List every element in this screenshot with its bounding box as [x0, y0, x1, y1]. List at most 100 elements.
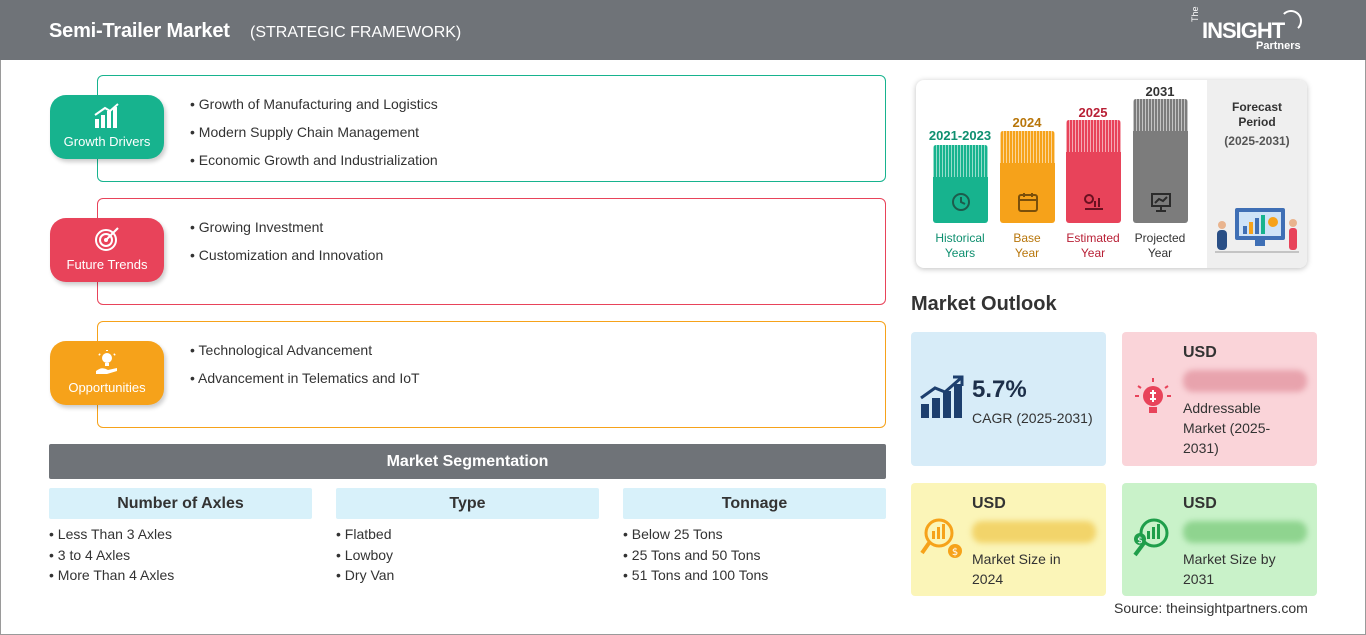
growth-drivers-list: Growth of Manufacturing and Logistics Mo… [190, 96, 438, 180]
calendar-icon [1018, 193, 1038, 212]
size-2031-label-line1: Market Size by [1183, 551, 1276, 567]
size-2031-label-line2: 2031 [1183, 571, 1215, 587]
badge-label: Future Trends [66, 257, 148, 272]
timeline-year-base: 2024 [1012, 115, 1042, 130]
timeline-label-historical: Historical Years [925, 231, 995, 261]
segment-type: Type Flatbed Lowboy Dry Van [336, 488, 599, 588]
segment-heading: Tonnage [623, 488, 886, 519]
presentation-board-icon [1151, 193, 1171, 212]
list-item: Economic Growth and Industrialization [190, 152, 438, 180]
addressable-market-card: USD Addressable Market (2025- 2031) [1122, 332, 1317, 466]
list-item: Flatbed [336, 526, 599, 547]
segment-number-of-axles: Number of Axles Less Than 3 Axles 3 to 4… [49, 488, 312, 588]
size-2031-label: Market Size by 2031 [1183, 549, 1276, 589]
forecast-title-line1: Forecast [1231, 100, 1283, 114]
timeline-label-estimated: Estimated Year [1058, 231, 1128, 261]
svg-text:$: $ [952, 547, 958, 558]
header-bar: Semi-Trailer Market (STRATEGIC FRAMEWORK… [0, 0, 1366, 60]
timeline-label-line1: Projected [1134, 231, 1186, 245]
insight-partners-logo[interactable]: The INSIGHT Partners [1190, 6, 1310, 54]
timeline-bar-projected [1133, 99, 1188, 223]
list-item: 3 to 4 Axles [49, 547, 312, 568]
badge-label: Growth Drivers [63, 134, 151, 149]
size-2024-label-line1: Market Size in [972, 551, 1061, 567]
opportunities-badge: Opportunities [50, 341, 164, 405]
logo-the: The [1190, 6, 1200, 22]
future-trends-list: Growing Investment Customization and Inn… [190, 219, 383, 275]
analytics-people-icon [1215, 208, 1299, 253]
timeline-label-line2: Year [1014, 246, 1040, 260]
timeline-year-estimated: 2025 [1078, 105, 1108, 120]
badge-label: Opportunities [68, 380, 146, 395]
timeline-label-line2: Year [1147, 246, 1173, 260]
addressable-label-line2: Market (2025- [1183, 420, 1271, 436]
list-item: Growth of Manufacturing and Logistics [190, 96, 438, 124]
cagr-card: 5.7% CAGR (2025-2031) [911, 332, 1106, 466]
size-2024-label: Market Size in 2024 [972, 549, 1061, 589]
gears-chart-icon [1084, 194, 1103, 210]
list-item: Modern Supply Chain Management [190, 124, 438, 152]
bar-chart-growth-icon [94, 103, 119, 128]
addressable-label-line1: Addressable [1183, 400, 1261, 416]
list-item: Technological Advancement [190, 342, 420, 370]
logo-insight: INSIGHT [1202, 18, 1285, 43]
addressable-label: Addressable Market (2025- 2031) [1183, 398, 1270, 458]
list-item: Customization and Innovation [190, 247, 383, 275]
size-2024-currency: USD [972, 495, 1006, 512]
timeline-bar-estimated [1066, 120, 1121, 223]
logo-partners: Partners [1256, 40, 1301, 52]
source-credit: Source: theinsightpartners.com [1114, 600, 1308, 616]
size-2024-value-blurred [972, 521, 1096, 543]
market-size-2031-card: USD $ Market Size by 2031 [1122, 483, 1317, 596]
list-item: 25 Tons and 50 Tons [623, 547, 886, 568]
list-item: Dry Van [336, 567, 599, 588]
growth-drivers-box: Growth of Manufacturing and Logistics Mo… [97, 75, 886, 182]
forecast-title: Forecast Period [1207, 100, 1307, 130]
magnifier-chart-dollar-icon: $ [920, 518, 962, 558]
opportunities-box: Technological Advancement Advancement in… [97, 321, 886, 428]
opportunities-list: Technological Advancement Advancement in… [190, 342, 420, 398]
timeline-label-line1: Base [1013, 231, 1041, 245]
cagr-label: CAGR (2025-2031) [972, 410, 1093, 426]
list-item: Growing Investment [190, 219, 383, 247]
timeline-bar-base [1000, 131, 1055, 223]
logo-swoosh-icon [1280, 10, 1302, 32]
list-item: More Than 4 Axles [49, 567, 312, 588]
magnifier-chart-dollar-icon: $ [1133, 518, 1169, 557]
future-trends-box: Growing Investment Customization and Inn… [97, 198, 886, 305]
clock-history-icon [952, 193, 970, 211]
future-trends-badge: Future Trends [50, 218, 164, 282]
lightbulb-hand-icon [96, 350, 117, 374]
forecast-years: (2025-2031) [1224, 134, 1290, 148]
page-title: Semi-Trailer Market [49, 20, 230, 42]
forecast-period-panel: Forecast Period (2025-2031) [1207, 80, 1307, 268]
addressable-value-blurred [1183, 370, 1307, 392]
target-icon [95, 227, 119, 251]
growth-chart-icon [920, 375, 964, 418]
cagr-value: 5.7% [972, 376, 1027, 403]
segment-heading: Number of Axles [49, 488, 312, 519]
timeline-label-line1: Estimated [1066, 231, 1120, 245]
timeline-year-projected: 2031 [1145, 84, 1175, 99]
timeline-label-base: Base Year [992, 231, 1062, 261]
growth-drivers-badge: Growth Drivers [50, 95, 164, 159]
list-item: 51 Tons and 100 Tons [623, 567, 886, 588]
size-2031-currency: USD [1183, 495, 1217, 512]
size-2031-value-blurred [1183, 521, 1307, 543]
segment-heading: Type [336, 488, 599, 519]
segment-list: Less Than 3 Axles 3 to 4 Axles More Than… [49, 526, 312, 588]
size-2024-label-line2: 2024 [972, 571, 1004, 587]
timeline-label-line1: Historical [935, 231, 985, 245]
addressable-label-line3: 2031) [1183, 440, 1219, 456]
list-item: Lowboy [336, 547, 599, 568]
segment-list: Flatbed Lowboy Dry Van [336, 526, 599, 588]
lightbulb-dollar-icon [1135, 378, 1171, 413]
forecast-title-line2: Period [1238, 115, 1276, 129]
page-subtitle: (STRATEGIC FRAMEWORK) [250, 24, 462, 41]
timeline-bar-historical [933, 145, 988, 223]
list-item: Less Than 3 Axles [49, 526, 312, 547]
list-item: Advancement in Telematics and IoT [190, 370, 420, 398]
market-size-2024-card: USD $ Market Size in 2024 [911, 483, 1106, 596]
market-segmentation-header: Market Segmentation [49, 444, 886, 479]
timeline-year-historical: 2021-2023 [928, 128, 992, 143]
